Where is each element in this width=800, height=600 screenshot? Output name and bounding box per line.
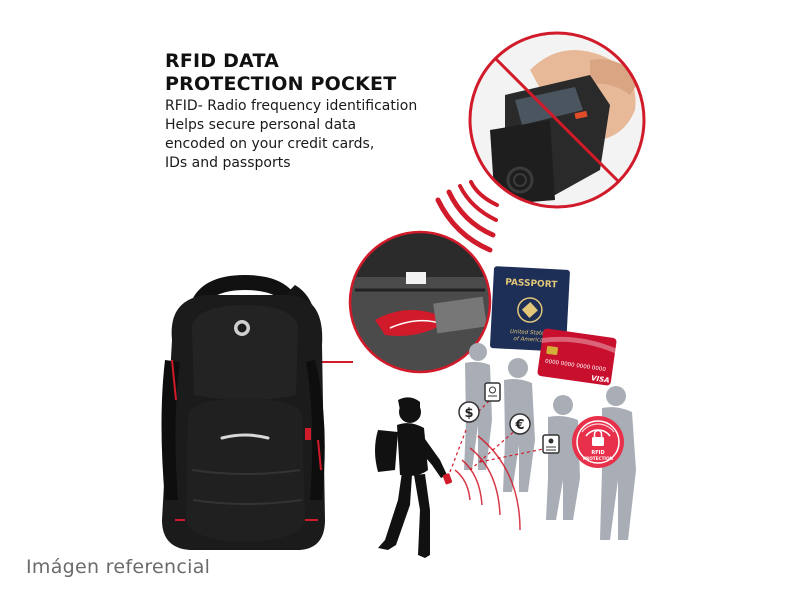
passport-seal-icon [517,297,543,323]
no-sign-ring [468,31,646,209]
euro-icon: € [509,413,531,435]
rfid-description: RFID- Radio frequency identification Hel… [165,97,417,173]
svg-text:€: € [514,418,524,433]
phone-icon [442,473,453,485]
backpack [161,275,325,550]
silhouette-person [503,358,535,492]
watermark: Imágen referencial [26,556,211,578]
card-chip-icon [546,345,558,356]
svg-text:$: $ [464,406,473,421]
passport-country-line-1: United States [510,329,548,337]
no-sign-slash [493,56,621,184]
scanner-signal-waves [435,180,499,253]
badge-line-2: PROTECTION [583,456,614,461]
phone-signal-arcs [454,435,521,531]
badge-line-1: RFID [591,450,604,456]
credit-card: 0000 0000 0000 0000 VISA [537,328,617,386]
credit-card-network: VISA [591,374,610,384]
description-line-4: IDs and passports [165,155,291,171]
passport-title: PASSPORT [505,278,559,291]
title-line-2: PROTECTION POCKET [165,73,397,95]
pocket-circle-ring [348,230,492,374]
description-line-3: encoded on your credit cards, [165,136,375,152]
page-title: RFID DATA PROTECTION POCKET [165,50,396,96]
lock-icon [592,437,604,446]
rfid-scanner-no-sign [468,31,646,209]
silhouette-person [546,395,580,520]
rfid-protection-badge: RFID PROTECTION [572,416,624,468]
description-line-1: RFID- Radio frequency identification [165,98,418,114]
passport-id-icon [484,382,501,402]
rfid-pocket-zoom [348,230,492,374]
dollar-icon: $ [458,401,480,423]
walking-person-silhouette [375,397,447,558]
credit-card-body [537,328,617,386]
description-line-2: Helps secure personal data [165,117,357,133]
title-line-1: RFID DATA [165,50,280,72]
id-card-icon [542,434,560,454]
reflective-strip [220,433,270,440]
data-theft-links [449,399,549,473]
passport-country-line-2: of America [513,336,544,344]
